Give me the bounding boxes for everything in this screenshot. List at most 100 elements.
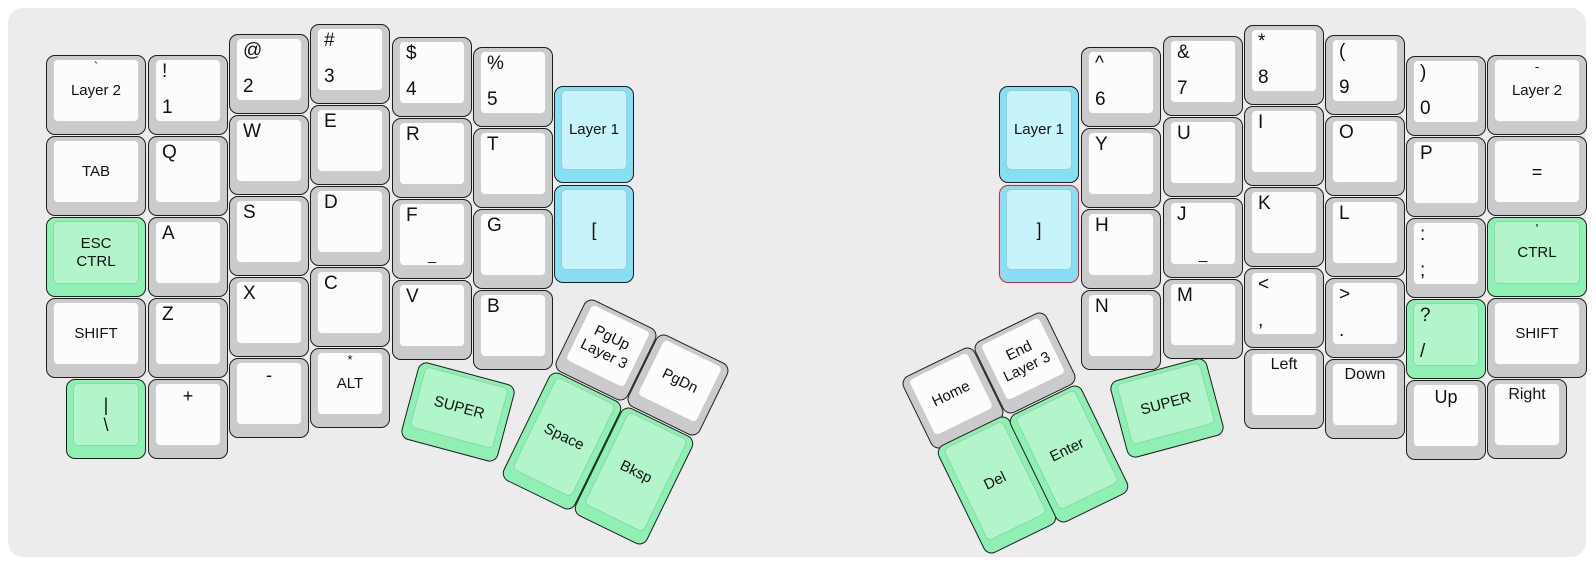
key-dollar-4[interactable]: $4 (392, 37, 472, 117)
key-a[interactable]: A (148, 217, 228, 297)
key-label: Y (1095, 134, 1108, 155)
key-label: ) (1420, 62, 1427, 83)
key-label: ( (1339, 41, 1346, 62)
key-plus[interactable]: + (148, 379, 228, 459)
key-y[interactable]: Y (1081, 128, 1161, 208)
key-shift-left[interactable]: SHIFT (46, 298, 146, 378)
key-layer1-right[interactable]: Layer 1 (999, 86, 1079, 183)
key-v[interactable]: V (392, 280, 472, 360)
key-j-homing[interactable]: J_ (1163, 198, 1243, 278)
key-e[interactable]: E (310, 105, 390, 185)
key-n[interactable]: N (1081, 290, 1161, 370)
key-l[interactable]: L (1325, 197, 1405, 277)
keycap-face: C (317, 271, 383, 334)
key-shift-right[interactable]: SHIFT (1487, 298, 1587, 378)
keycap-face: *8 (1251, 29, 1317, 92)
key-arrow-down[interactable]: Down (1325, 359, 1405, 439)
keycap-face: I (1251, 110, 1317, 173)
key-label: \ (103, 414, 109, 435)
key-u[interactable]: U (1163, 117, 1243, 197)
key-arrow-up[interactable]: Up (1406, 380, 1486, 460)
key-super-left[interactable]: SUPER (399, 360, 517, 464)
key-layer1-left[interactable]: Layer 1 (554, 86, 634, 183)
key-label-lines: SUPER (411, 367, 508, 448)
key-left-bracket[interactable]: [ (554, 185, 634, 283)
key-label: _ (427, 247, 437, 264)
key-label-lines: ALT (318, 353, 382, 414)
key-rparen-0[interactable]: )0 (1406, 56, 1486, 136)
key-at-2[interactable]: @2 (229, 34, 309, 114)
key-t[interactable]: T (473, 128, 553, 208)
key-alt[interactable]: *ALT (310, 348, 390, 428)
key-percent-5[interactable]: %5 (473, 47, 553, 127)
key-arrow-right[interactable]: Right (1487, 379, 1567, 459)
key-label: ALT (336, 374, 364, 392)
key-s[interactable]: S (229, 196, 309, 276)
key-i[interactable]: I (1244, 106, 1324, 186)
key-g[interactable]: G (473, 209, 553, 289)
keycap-face: %5 (480, 51, 546, 114)
key-label: Bksp (617, 456, 655, 487)
key-x[interactable]: X (229, 277, 309, 357)
key-label-lines: SHIFT (1495, 303, 1579, 364)
key-layer2-right[interactable]: - Layer 2 (1487, 55, 1587, 135)
keycap-face: J_ (1170, 202, 1236, 265)
key-label: C (324, 273, 338, 294)
key-quote-ctrl[interactable]: 'CTRL (1487, 217, 1587, 297)
keycap-face: >. (1332, 282, 1398, 345)
keycap-face: G (480, 213, 546, 276)
key-label-lines: |\ (74, 384, 138, 445)
key-right-bracket[interactable]: ] (999, 185, 1079, 283)
key-super-right[interactable]: SUPER (1108, 356, 1226, 460)
keycap-face: |\ (73, 383, 139, 446)
key-label: ESC (80, 234, 112, 252)
key-lt-comma[interactable]: <, (1244, 268, 1324, 348)
key-c[interactable]: C (310, 267, 390, 347)
key-gt-period[interactable]: >. (1325, 278, 1405, 358)
key-q[interactable]: Q (148, 136, 228, 216)
key-pipe-backslash[interactable]: |\ (66, 379, 146, 459)
key-label: 9 (1339, 77, 1350, 98)
key-w[interactable]: W (229, 115, 309, 195)
key-label: > (1339, 284, 1351, 305)
key-h[interactable]: H (1081, 209, 1161, 289)
keycap-face: (9 (1332, 39, 1398, 102)
key-hash-3[interactable]: #3 (310, 24, 390, 104)
keycap-face: + (155, 383, 221, 446)
key-layer2-left[interactable]: `Layer 2 (46, 55, 146, 135)
keycap-face: ?/ (1413, 303, 1479, 366)
key-exclam-1[interactable]: !1 (148, 55, 228, 135)
key-b[interactable]: B (473, 290, 553, 370)
key-asterisk-8[interactable]: *8 (1244, 25, 1324, 105)
key-z[interactable]: Z (148, 298, 228, 378)
key-label-lines: SHIFT (54, 303, 138, 364)
key-k[interactable]: K (1244, 187, 1324, 267)
key-colon-semicolon[interactable]: :; (1406, 218, 1486, 298)
key-label: = (1531, 161, 1543, 182)
key-amp-7[interactable]: &7 (1163, 36, 1243, 116)
key-label: - (1534, 59, 1540, 74)
keycap-face: O (1332, 120, 1398, 183)
key-f-homing[interactable]: F_ (392, 199, 472, 279)
keycap-face: V (399, 284, 465, 347)
key-label: + (182, 386, 194, 406)
keycap-face: SUPER (409, 366, 509, 450)
keycap-face: W (236, 119, 302, 182)
key-r[interactable]: R (392, 118, 472, 198)
key-m[interactable]: M (1163, 279, 1243, 359)
key-o[interactable]: O (1325, 116, 1405, 196)
key-tab[interactable]: TAB (46, 136, 146, 216)
key-label: W (243, 121, 261, 142)
key-label: Layer 2 (1511, 81, 1563, 99)
key-label: S (243, 202, 256, 223)
key-arrow-left[interactable]: Left (1244, 349, 1324, 429)
key-equals[interactable]: = (1487, 136, 1587, 216)
key-question-slash[interactable]: ?/ (1406, 299, 1486, 379)
key-caret-6[interactable]: ^6 (1081, 47, 1161, 127)
key-label: & (1177, 42, 1190, 63)
key-minus-left[interactable]: - (229, 358, 309, 438)
key-lparen-9[interactable]: (9 (1325, 35, 1405, 115)
key-p[interactable]: P (1406, 137, 1486, 217)
key-d[interactable]: D (310, 186, 390, 266)
